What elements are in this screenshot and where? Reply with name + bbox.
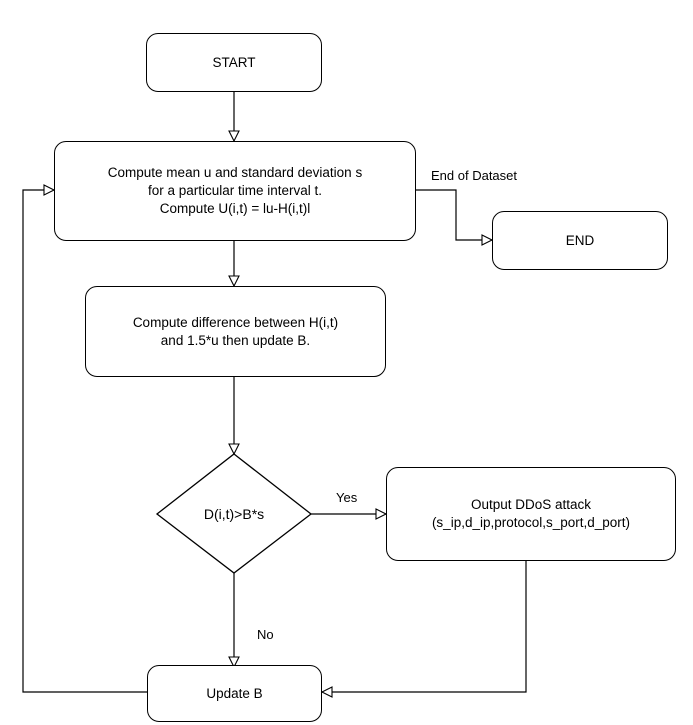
output-attack-line-1: Output DDoS attack bbox=[470, 497, 592, 512]
yes-label: Yes bbox=[336, 490, 358, 505]
output-attack-line-2: (s_ip,d_ip,protocol,s_port,d_port) bbox=[431, 515, 631, 530]
end-of-dataset-label: End of Dataset bbox=[431, 168, 517, 183]
update-b-label: Update B bbox=[206, 685, 263, 701]
compute-mean-node: Compute mean u and standard deviation s … bbox=[54, 141, 416, 241]
output-attack-node: Output DDoS attack (s_ip,d_ip,protocol,s… bbox=[386, 467, 676, 561]
compute-mean-line-3: Compute U(i,t) = lu-H(i,t)l bbox=[159, 201, 311, 216]
arrow-update-loop-to-compute-mean bbox=[22, 190, 147, 693]
arrow-output-to-update bbox=[322, 561, 527, 692]
compute-difference-line-2: and 1.5*u then update B. bbox=[160, 332, 311, 348]
compute-difference-line-1: Compute difference between H(i,t) bbox=[132, 314, 339, 330]
start-node: START bbox=[146, 33, 322, 92]
end-label: END bbox=[565, 232, 595, 248]
no-label: No bbox=[257, 627, 274, 642]
update-b-node: Update B bbox=[147, 665, 322, 722]
decision-diamond bbox=[155, 453, 313, 574]
compute-mean-line-1: Compute mean u and standard deviation s bbox=[107, 165, 363, 180]
compute-difference-node: Compute difference between H(i,t) and 1.… bbox=[85, 286, 386, 377]
arrow-compute-mean-to-end bbox=[416, 189, 492, 240]
compute-mean-line-2: for a particular time interval t. bbox=[147, 183, 323, 198]
decision-label: D(i,t)>B*s bbox=[203, 506, 265, 522]
end-node: END bbox=[492, 211, 668, 270]
start-label: START bbox=[212, 54, 256, 70]
